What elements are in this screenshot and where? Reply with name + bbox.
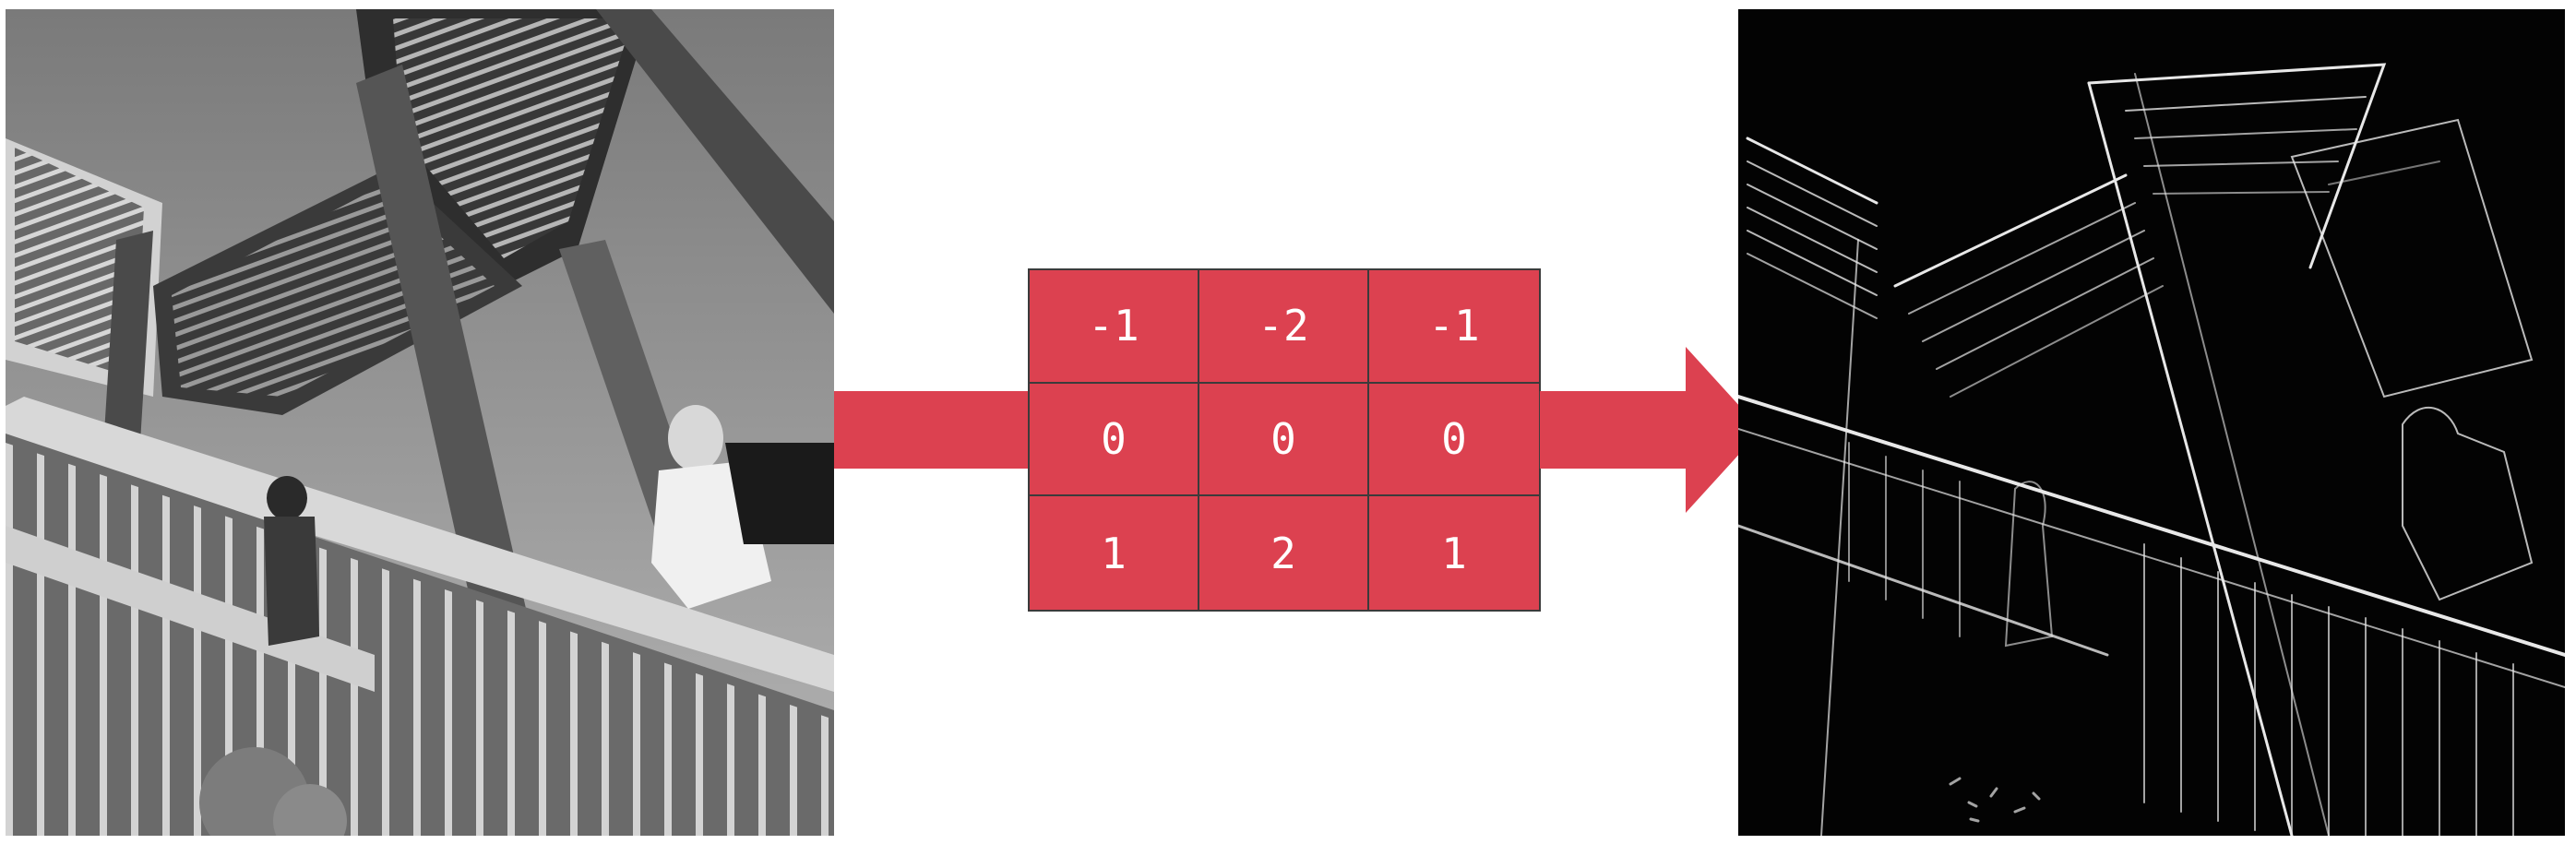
kernel-cell-r2c3: 0	[1369, 383, 1539, 497]
edge-detection-result	[1738, 9, 2565, 836]
kernel-cell-r1c2: -2	[1199, 270, 1369, 384]
input-image	[6, 9, 834, 836]
arrow-shaft-right	[1540, 391, 1688, 469]
kernel-cell-r3c2: 2	[1199, 496, 1369, 610]
kernel-cell-r3c3: 1	[1369, 496, 1539, 610]
kernel-cell-r3c1: 1	[1030, 496, 1199, 610]
sobel-kernel-grid: -1 -2 -1 0 0 0 1 2 1	[1028, 268, 1541, 612]
kernel-cell-r2c2: 0	[1199, 383, 1369, 497]
arrow-shaft-left	[834, 391, 1028, 469]
kernel-cell-r1c1: -1	[1030, 270, 1199, 384]
staircase-photo	[6, 9, 834, 836]
output-image	[1738, 9, 2565, 836]
kernel-cell-r2c1: 0	[1030, 383, 1199, 497]
kernel-cell-r1c3: -1	[1369, 270, 1539, 384]
